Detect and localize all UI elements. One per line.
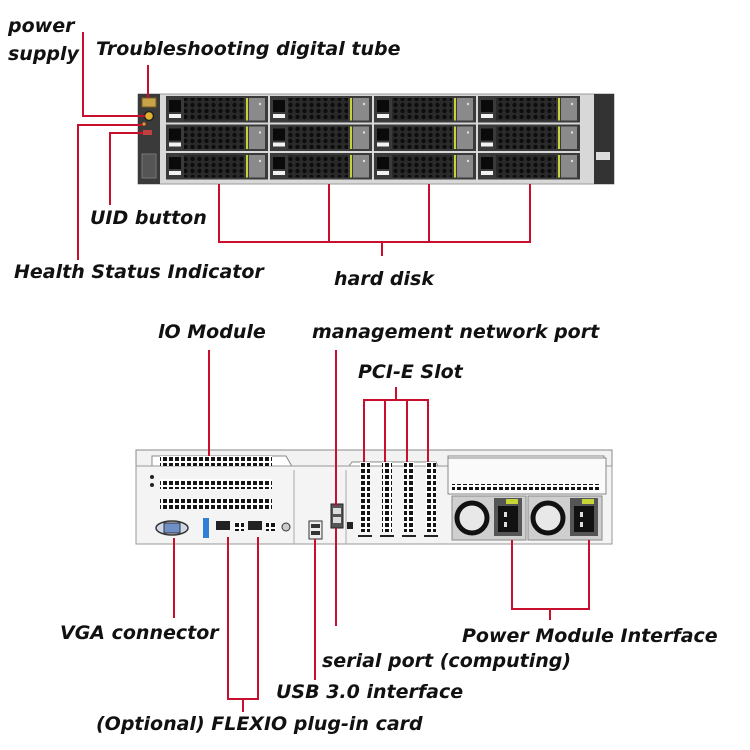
- drive-status-led: [466, 159, 470, 163]
- drive-status-led: [362, 102, 366, 106]
- label-vga-connector: VGA connector: [60, 622, 220, 644]
- hard-disk-bay[interactable]: [270, 124, 372, 152]
- hard-disk-bay[interactable]: [478, 124, 580, 152]
- leader-uid-button: [109, 132, 143, 205]
- drive-status-led: [362, 159, 366, 163]
- io-module-vent-3: [160, 499, 272, 509]
- management-network-port[interactable]: [330, 503, 344, 529]
- psu-cage-vent: [452, 484, 600, 490]
- drive-latch-icon[interactable]: [481, 157, 493, 169]
- hard-disk-bay[interactable]: [270, 96, 372, 123]
- label-power-supply-line2: supply: [8, 43, 81, 65]
- drive-latch-icon[interactable]: [377, 128, 389, 141]
- drive-latch-icon[interactable]: [273, 157, 285, 169]
- drive-status-led: [466, 102, 470, 106]
- drive-status-led: [466, 131, 470, 134]
- label-power-supply-line1: power: [7, 15, 76, 37]
- hard-disk-bay[interactable]: [374, 153, 476, 180]
- leader-power-module-bracket: [511, 540, 590, 610]
- io-module-vent-1: [160, 456, 272, 466]
- psu-fan-icon: [454, 500, 490, 536]
- flexio-plug-in-card[interactable]: [203, 518, 291, 538]
- hard-disk-bay[interactable]: [166, 153, 268, 180]
- front-label-tag: [596, 152, 610, 160]
- drive-latch-icon[interactable]: [481, 128, 493, 141]
- drive-status-led: [258, 159, 262, 163]
- front-leader-lines: [77, 32, 531, 260]
- label-usb-interface: USB 3.0 interface: [276, 681, 463, 703]
- front-right-ear: [594, 94, 614, 184]
- label-power-module-interface: Power Module Interface: [462, 625, 718, 647]
- label-serial-port: serial port (computing): [322, 650, 571, 672]
- hard-disk-bay[interactable]: [270, 153, 372, 180]
- pcie-slot[interactable]: [424, 462, 438, 537]
- label-health-status: Health Status Indicator: [14, 261, 265, 283]
- io-module-vent-2: [160, 479, 272, 489]
- usb-3-0-ports[interactable]: [308, 520, 323, 540]
- hard-disk-bay[interactable]: [166, 96, 268, 123]
- troubleshooting-digital-tube: [141, 97, 157, 108]
- drive-latch-icon[interactable]: [273, 128, 285, 141]
- drive-latch-icon[interactable]: [377, 157, 389, 169]
- label-flexio-card: (Optional) FLEXIO plug-in card: [96, 713, 423, 735]
- label-hard-disk: hard disk: [334, 268, 435, 290]
- vga-connector[interactable]: [155, 520, 189, 536]
- leader-health-status: [77, 124, 142, 260]
- hard-disk-bay[interactable]: [374, 96, 476, 123]
- drive-latch-icon[interactable]: [169, 157, 181, 169]
- label-troubleshooting-tube: Troubleshooting digital tube: [96, 38, 401, 60]
- power-socket[interactable]: [574, 506, 594, 532]
- label-pcie-slot: PCI-E Slot: [358, 361, 464, 383]
- serial-port[interactable]: [347, 522, 353, 529]
- rear-chassis: [135, 449, 613, 545]
- leader-hard-disk-bracket: [218, 184, 531, 243]
- drive-latch-icon[interactable]: [377, 100, 389, 112]
- drive-status-led: [570, 131, 574, 134]
- drive-latch-icon[interactable]: [169, 128, 181, 141]
- leader-pcie-bracket: [363, 399, 429, 462]
- drive-status-led: [570, 102, 574, 106]
- drive-status-led: [362, 131, 366, 134]
- drive-status-led: [258, 102, 262, 106]
- drive-latch-icon[interactable]: [273, 100, 285, 112]
- pcie-slot[interactable]: [358, 462, 372, 537]
- pcie-slot[interactable]: [402, 462, 416, 537]
- uid-button[interactable]: [143, 130, 152, 135]
- health-status-indicator: [142, 122, 146, 126]
- hard-disk-bay[interactable]: [478, 96, 580, 123]
- power-button[interactable]: [143, 110, 155, 122]
- psu-fan-icon: [530, 500, 566, 536]
- power-socket[interactable]: [498, 506, 518, 532]
- front-chassis: [137, 93, 615, 185]
- hard-disk-bay[interactable]: [374, 124, 476, 152]
- power-module: [527, 495, 603, 541]
- front-usb-cover: [141, 153, 157, 179]
- drive-status-led: [258, 131, 262, 134]
- power-module: [451, 495, 527, 541]
- hard-disk-bay[interactable]: [166, 124, 268, 152]
- hard-disk-bay[interactable]: [478, 153, 580, 180]
- label-uid-button: UID button: [90, 207, 207, 229]
- label-io-module: lO Module: [158, 321, 266, 343]
- drive-latch-icon[interactable]: [169, 100, 181, 112]
- leader-power-supply: [82, 32, 145, 117]
- label-management-port: management network port: [312, 321, 600, 343]
- leader-flexio-bracket: [227, 537, 259, 700]
- drive-status-led: [570, 159, 574, 163]
- pcie-slot[interactable]: [380, 462, 394, 537]
- rear-leader-lines: [173, 350, 590, 712]
- drive-latch-icon[interactable]: [481, 100, 493, 112]
